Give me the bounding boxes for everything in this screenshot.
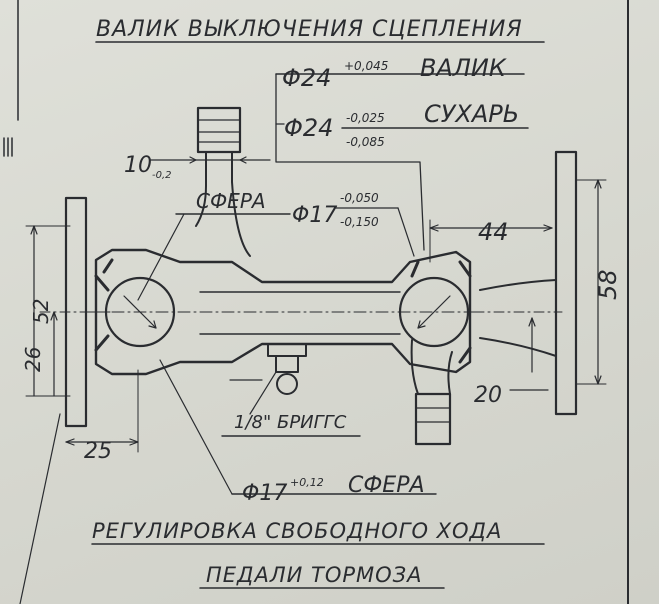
fit-block-upper: -0,025 [346, 111, 385, 125]
fit-block-name: СУХАРЬ [424, 100, 519, 128]
callout-leaders [275, 73, 425, 251]
caption-line2: ПЕДАЛИ ТОРМОЗА [206, 563, 423, 587]
shaft-body [89, 248, 481, 376]
grease-fitting [229, 343, 307, 395]
boss-dimension: 10 -0,2 [124, 153, 271, 181]
fit-shaft-base: Φ24 [282, 64, 331, 92]
bore-dim-base: Φ17 [292, 203, 337, 228]
upper-boss [195, 106, 251, 257]
boss-dim-base: 10 [124, 153, 152, 178]
fit-shaft-name: ВАЛИК [420, 54, 507, 82]
sphere-top-leader [137, 213, 185, 301]
dim-20: 20 [474, 317, 549, 408]
boss-dim-tol: -0,2 [152, 170, 172, 181]
dim-52-text: 52 [29, 299, 53, 324]
right-flange [473, 150, 578, 416]
dim-25: 25 [65, 369, 139, 464]
fit-block-base: Φ24 [284, 114, 333, 142]
fit-shaft-upper: +0,045 [344, 59, 388, 73]
dim-58-text: 58 [594, 269, 622, 300]
bore-dim-upper: -0,050 [340, 191, 379, 205]
caption-line1: РЕГУЛИРОВКА СВОБОДНОГО ХОДА [92, 519, 502, 543]
right-ball-joint [398, 260, 472, 364]
dim-26-text: 26 [21, 347, 45, 372]
dim-58: 58 [575, 179, 622, 385]
dim-52: 52 [25, 225, 71, 397]
left-leader-line [19, 413, 61, 604]
bore-dim-lower: -0,150 [340, 215, 379, 229]
sphere-fit-tol: +0,12 [290, 476, 324, 489]
fit-shaft-callout: Φ24 +0,045 ВАЛИК [275, 54, 525, 92]
sphere-top-label: СФЕРА [196, 189, 266, 213]
dim-20-text: 20 [474, 383, 502, 408]
left-ball-joint [94, 258, 176, 352]
dim-26: 26 [21, 311, 71, 397]
sphere-fit-callout: Φ17 +0,12 СФЕРА [159, 359, 437, 506]
grease-leader [249, 371, 277, 415]
fit-block-lower: -0,085 [346, 135, 385, 149]
grease-fitting-label: 1/8" БРИГГС [234, 412, 347, 433]
lower-arm [410, 339, 453, 446]
edge-hatch-marks [3, 137, 13, 157]
drawing-title: ВАЛИК ВЫКЛЮЧЕНИЯ СЦЕПЛЕНИЯ [96, 17, 523, 42]
dim-44: 44 [429, 218, 553, 263]
dim-25-text: 25 [84, 439, 112, 464]
dim-44-text: 44 [478, 218, 509, 246]
fit-block-callout: Φ24 -0,025 -0,085 СУХАРЬ [284, 100, 529, 149]
bore-dimension: Φ17 -0,050 -0,150 [292, 191, 415, 257]
